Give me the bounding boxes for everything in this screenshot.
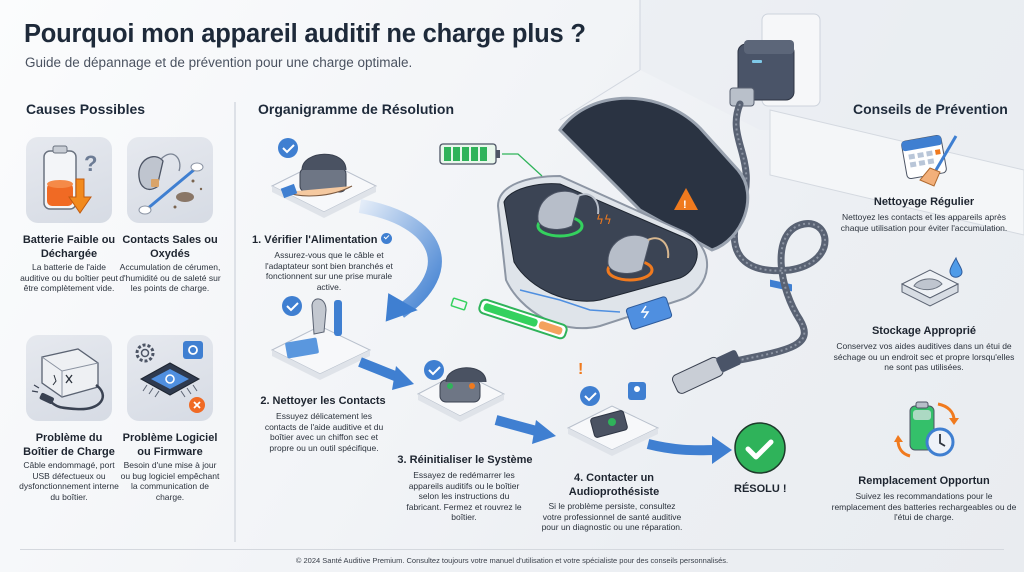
footer-text: © 2024 Santé Auditive Premium. Consultez…: [295, 556, 729, 565]
cause-card-low-battery: ?: [26, 137, 112, 223]
page-subtitle: Guide de dépannage et de prévention pour…: [25, 55, 413, 70]
firmware-chip-icon: [135, 341, 205, 413]
causes-heading: Causes Possibles: [26, 101, 146, 117]
step-2-title: 2. Nettoyer les Contacts: [260, 395, 386, 407]
page-title: Pourquoi mon appareil auditif ne charge …: [24, 20, 586, 48]
cause-description: Câble endommagé, port USB défectueux ou …: [19, 460, 119, 502]
drying-case-icon: [900, 256, 963, 307]
step-1-title-text: 1. Vérifier l'Alimentation: [252, 234, 378, 246]
dirty-contacts-icon: [138, 153, 204, 215]
cause-description: Besoin d'une mise à jour ou bug logiciel…: [120, 460, 220, 502]
cause-title: Contacts Sales ou Oxydés: [122, 234, 218, 260]
cause-description: Accumulation de cérumen, d'humidité ou d…: [119, 262, 221, 293]
battery-clock-icon: [894, 401, 959, 458]
charging-case-cable-icon: [31, 348, 104, 411]
step-4-description: Si le problème persiste, consultez votre…: [541, 501, 683, 532]
step-1-description: Assurez-vous que le câble et l'adaptateu…: [265, 250, 393, 292]
resolved-label: RÉSOLU !: [734, 483, 787, 495]
section-divider: [234, 102, 236, 542]
svg-text:!: !: [683, 199, 687, 211]
low-battery-icon: ?: [43, 145, 97, 214]
step-1-title: 1. Vérifier l'Alimentation: [252, 233, 392, 248]
tip-description: Suivez les recommandations pour le rempl…: [831, 491, 1017, 522]
tip-title: Nettoyage Régulier: [873, 196, 975, 208]
tip-title: Remplacement Opportun: [858, 475, 990, 487]
check-circle-icon: [380, 233, 392, 244]
flowchart-heading: Organigramme de Résolution: [258, 101, 455, 117]
svg-text:?: ?: [84, 151, 97, 176]
cause-card-charging-case: [26, 335, 112, 421]
prevention-heading: Conseils de Prévention: [853, 101, 1008, 117]
calendar-broom-icon: [901, 134, 958, 187]
cause-description: La batterie de l'aide auditive ou du boî…: [20, 262, 118, 293]
tip-description: Conservez vos aides auditives dans un ét…: [833, 341, 1015, 372]
cause-title: Problème Logiciel ou Firmware: [122, 432, 218, 458]
cause-card-firmware: [127, 335, 213, 421]
cause-title: Problème du Boîtier de Charge: [23, 432, 115, 458]
step-3-title: 3. Réinitialiser le Système: [397, 454, 533, 466]
cause-card-dirty-contacts: [127, 137, 213, 223]
tip-description: Nettoyez les contacts et les appareils a…: [840, 212, 1008, 233]
cause-title: Batterie Faible ou Déchargée: [22, 234, 116, 260]
svg-text:!: !: [578, 361, 583, 378]
step-2-description: Essuyez délicatement les contacts de l'a…: [264, 411, 384, 453]
svg-text:ϟϟ: ϟϟ: [596, 213, 612, 227]
step-3-description: Essayez de redémarrer les appareils audi…: [406, 470, 522, 522]
step-4-title: 4. Contacter un Audioprothésiste: [568, 472, 660, 498]
tip-title: Stockage Approprié: [871, 325, 977, 337]
footer-divider: [20, 549, 1004, 550]
